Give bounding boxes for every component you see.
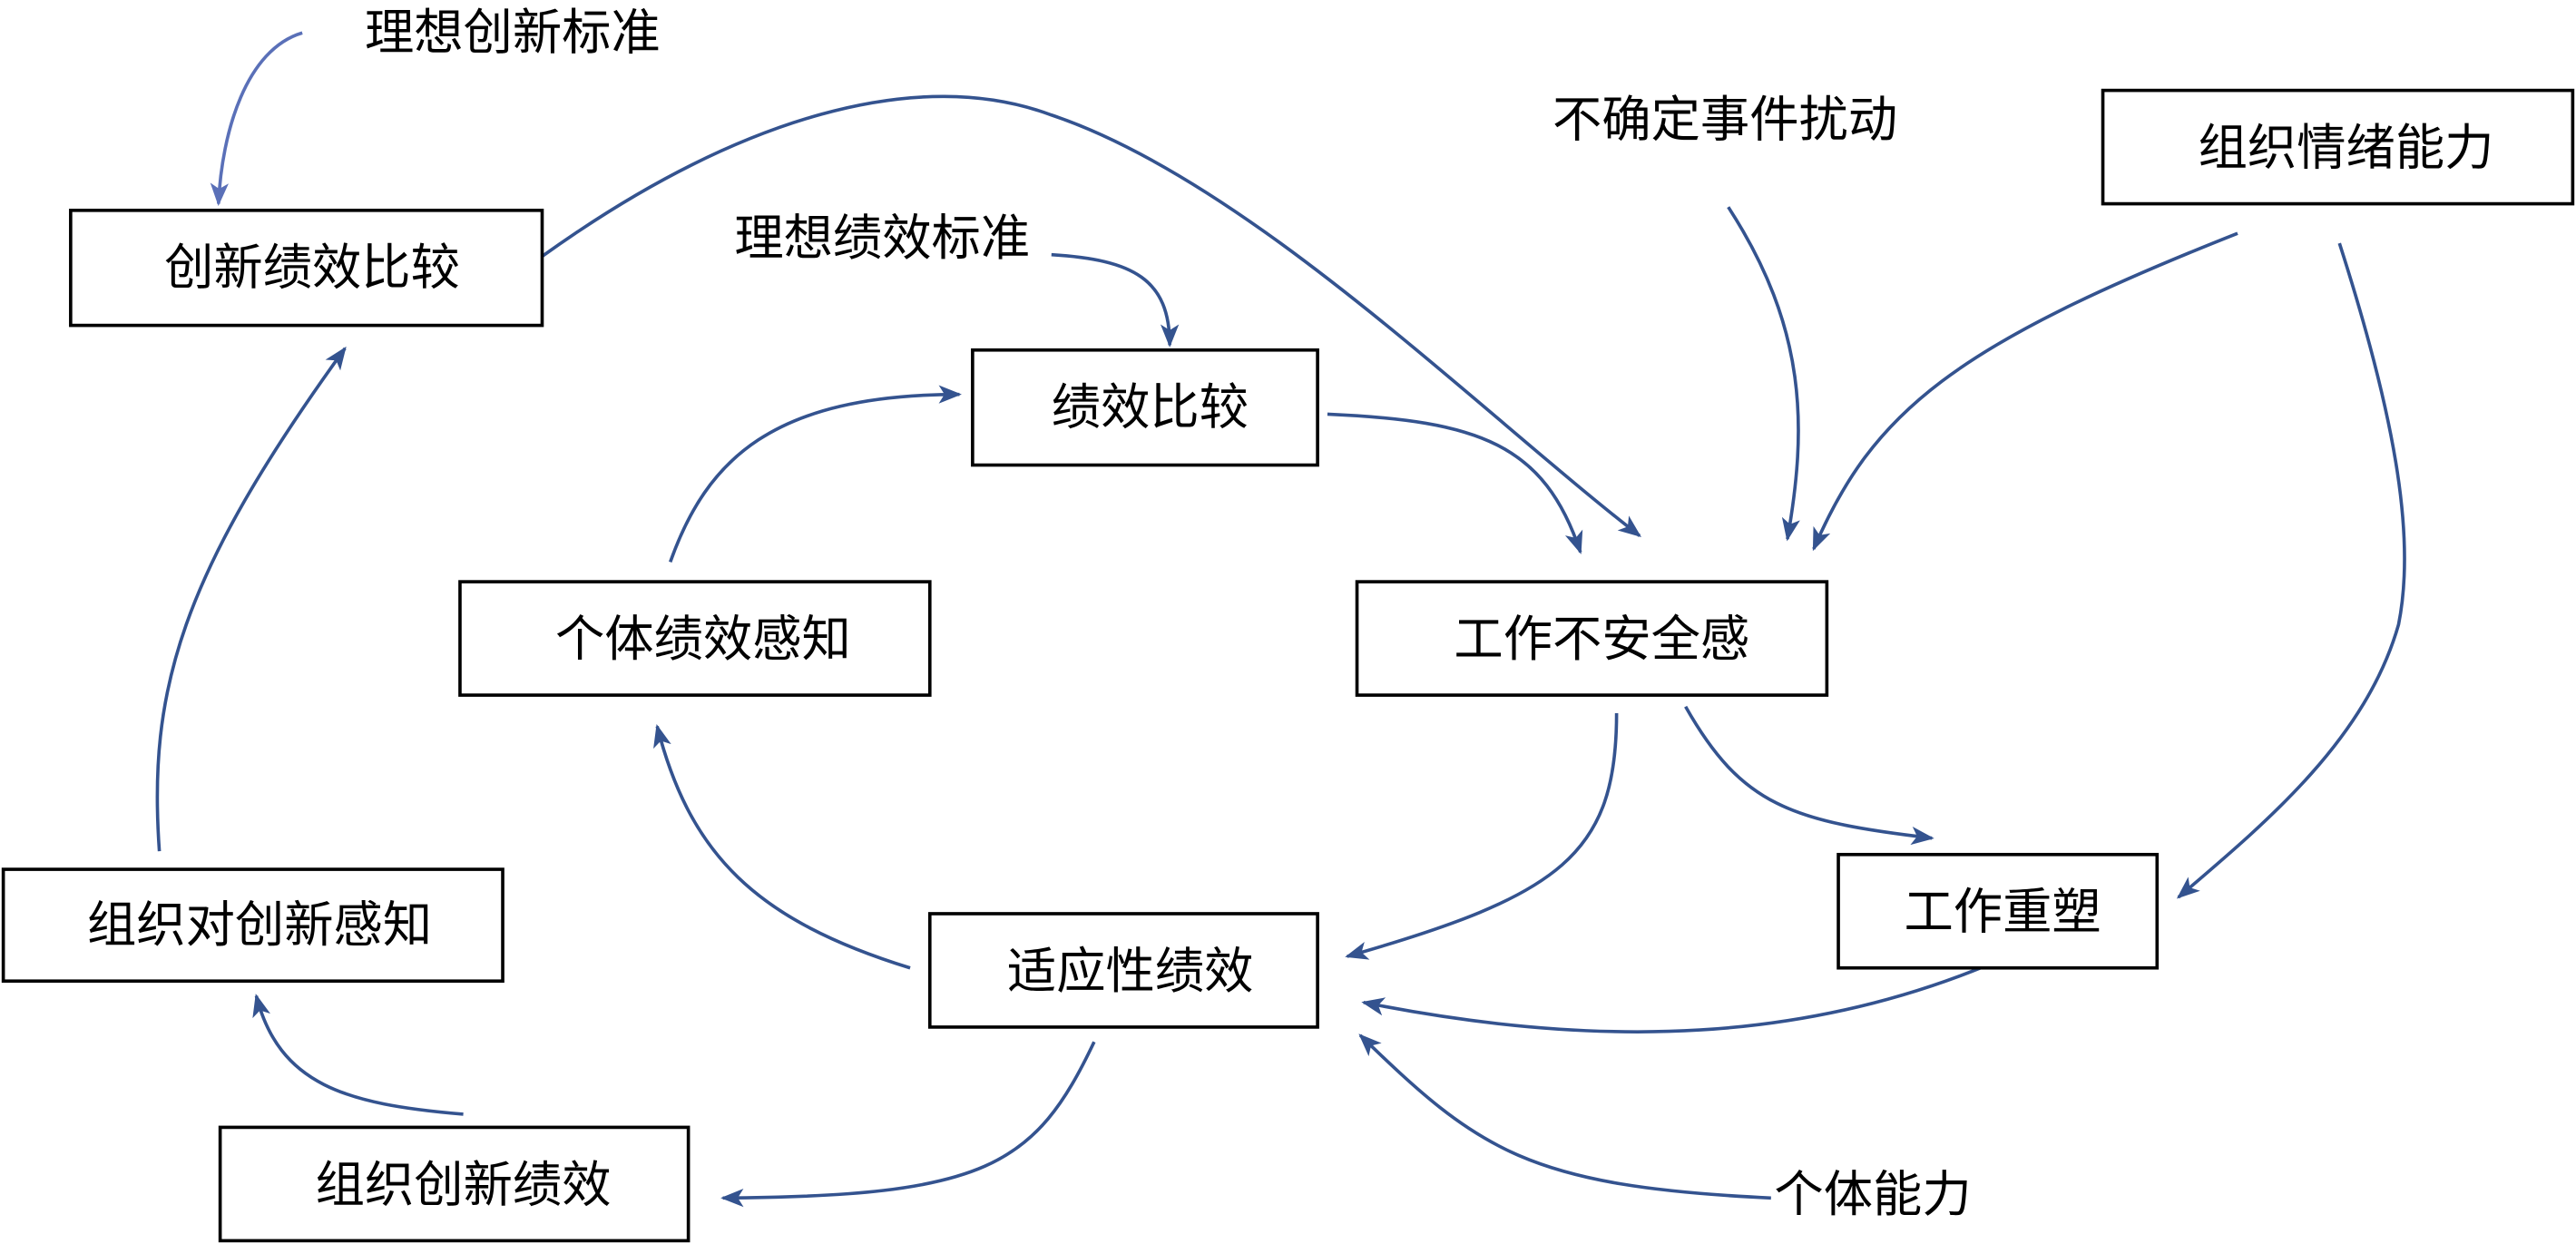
edge-org-emotion-to-job-insecurity bbox=[1812, 231, 2238, 552]
edge-org-innovation-perception-to-innovation-compare bbox=[155, 346, 347, 852]
edge-org-innovation-performance-to-org-innovation-perception bbox=[252, 994, 464, 1116]
node-label: 绩效比较 bbox=[1052, 379, 1249, 436]
node-org-innovation-perception: 组织对创新感知 bbox=[1, 867, 504, 984]
edge-adaptive-performance-to-individual-perf-perception bbox=[653, 724, 911, 970]
node-job-crafting: 工作重塑 bbox=[1837, 852, 2160, 970]
edge-adaptive-performance-to-org-innovation-performance bbox=[720, 1041, 1096, 1208]
edge-job-insecurity-to-adaptive-performance bbox=[1345, 713, 1619, 960]
edge-org-emotion-to-job-crafting bbox=[2176, 242, 2406, 899]
label-ideal-innovation-standard: 理想创新标准 bbox=[365, 5, 661, 62]
edge-ideal-performance-standard-to-performance-compare bbox=[1051, 252, 1180, 348]
label-uncertain-event-disturbance: 不确定事件扰动 bbox=[1552, 92, 1897, 149]
edge-individual-perf-perception-to-performance-compare bbox=[669, 385, 962, 563]
node-org-innovation-performance: 组织创新绩效 bbox=[218, 1125, 691, 1243]
edge-job-crafting-to-adaptive-performance bbox=[1361, 965, 1985, 1033]
node-label: 工作不安全感 bbox=[1454, 611, 1749, 668]
node-label: 工作重塑 bbox=[1904, 884, 2101, 941]
node-performance-compare: 绩效比较 bbox=[971, 348, 1319, 467]
edge-innovation-compare-to-job-insecurity bbox=[541, 94, 1641, 537]
edge-job-insecurity-to-job-crafting bbox=[1684, 705, 1934, 846]
node-adaptive-performance: 适应性绩效 bbox=[927, 912, 1319, 1029]
node-job-insecurity: 工作不安全感 bbox=[1355, 580, 1829, 697]
edges bbox=[155, 31, 2406, 1208]
node-label: 组织对创新感知 bbox=[87, 896, 432, 954]
node-label: 组织情绪能力 bbox=[2199, 119, 2494, 176]
node-label: 创新绩效比较 bbox=[164, 240, 460, 297]
edge-individual-ability-to-adaptive-performance bbox=[1358, 1033, 1771, 1200]
edge-performance-compare-to-job-insecurity bbox=[1327, 412, 1583, 554]
node-label: 组织创新绩效 bbox=[316, 1156, 612, 1213]
node-innovation-compare: 创新绩效比较 bbox=[69, 209, 544, 328]
edge-ideal-innovation-standard-to-innovation-compare bbox=[210, 31, 303, 207]
label-ideal-performance-standard: 理想绩效标准 bbox=[734, 210, 1030, 267]
label-individual-ability: 个体能力 bbox=[1774, 1166, 1971, 1223]
node-org-emotion-ability: 组织情绪能力 bbox=[2101, 88, 2575, 206]
node-individual-perf-perception: 个体绩效感知 bbox=[458, 580, 932, 697]
node-label: 个体绩效感知 bbox=[555, 611, 851, 668]
edge-uncertain-event-to-job-insecurity bbox=[1727, 206, 1800, 542]
node-label: 适应性绩效 bbox=[1007, 943, 1254, 1000]
